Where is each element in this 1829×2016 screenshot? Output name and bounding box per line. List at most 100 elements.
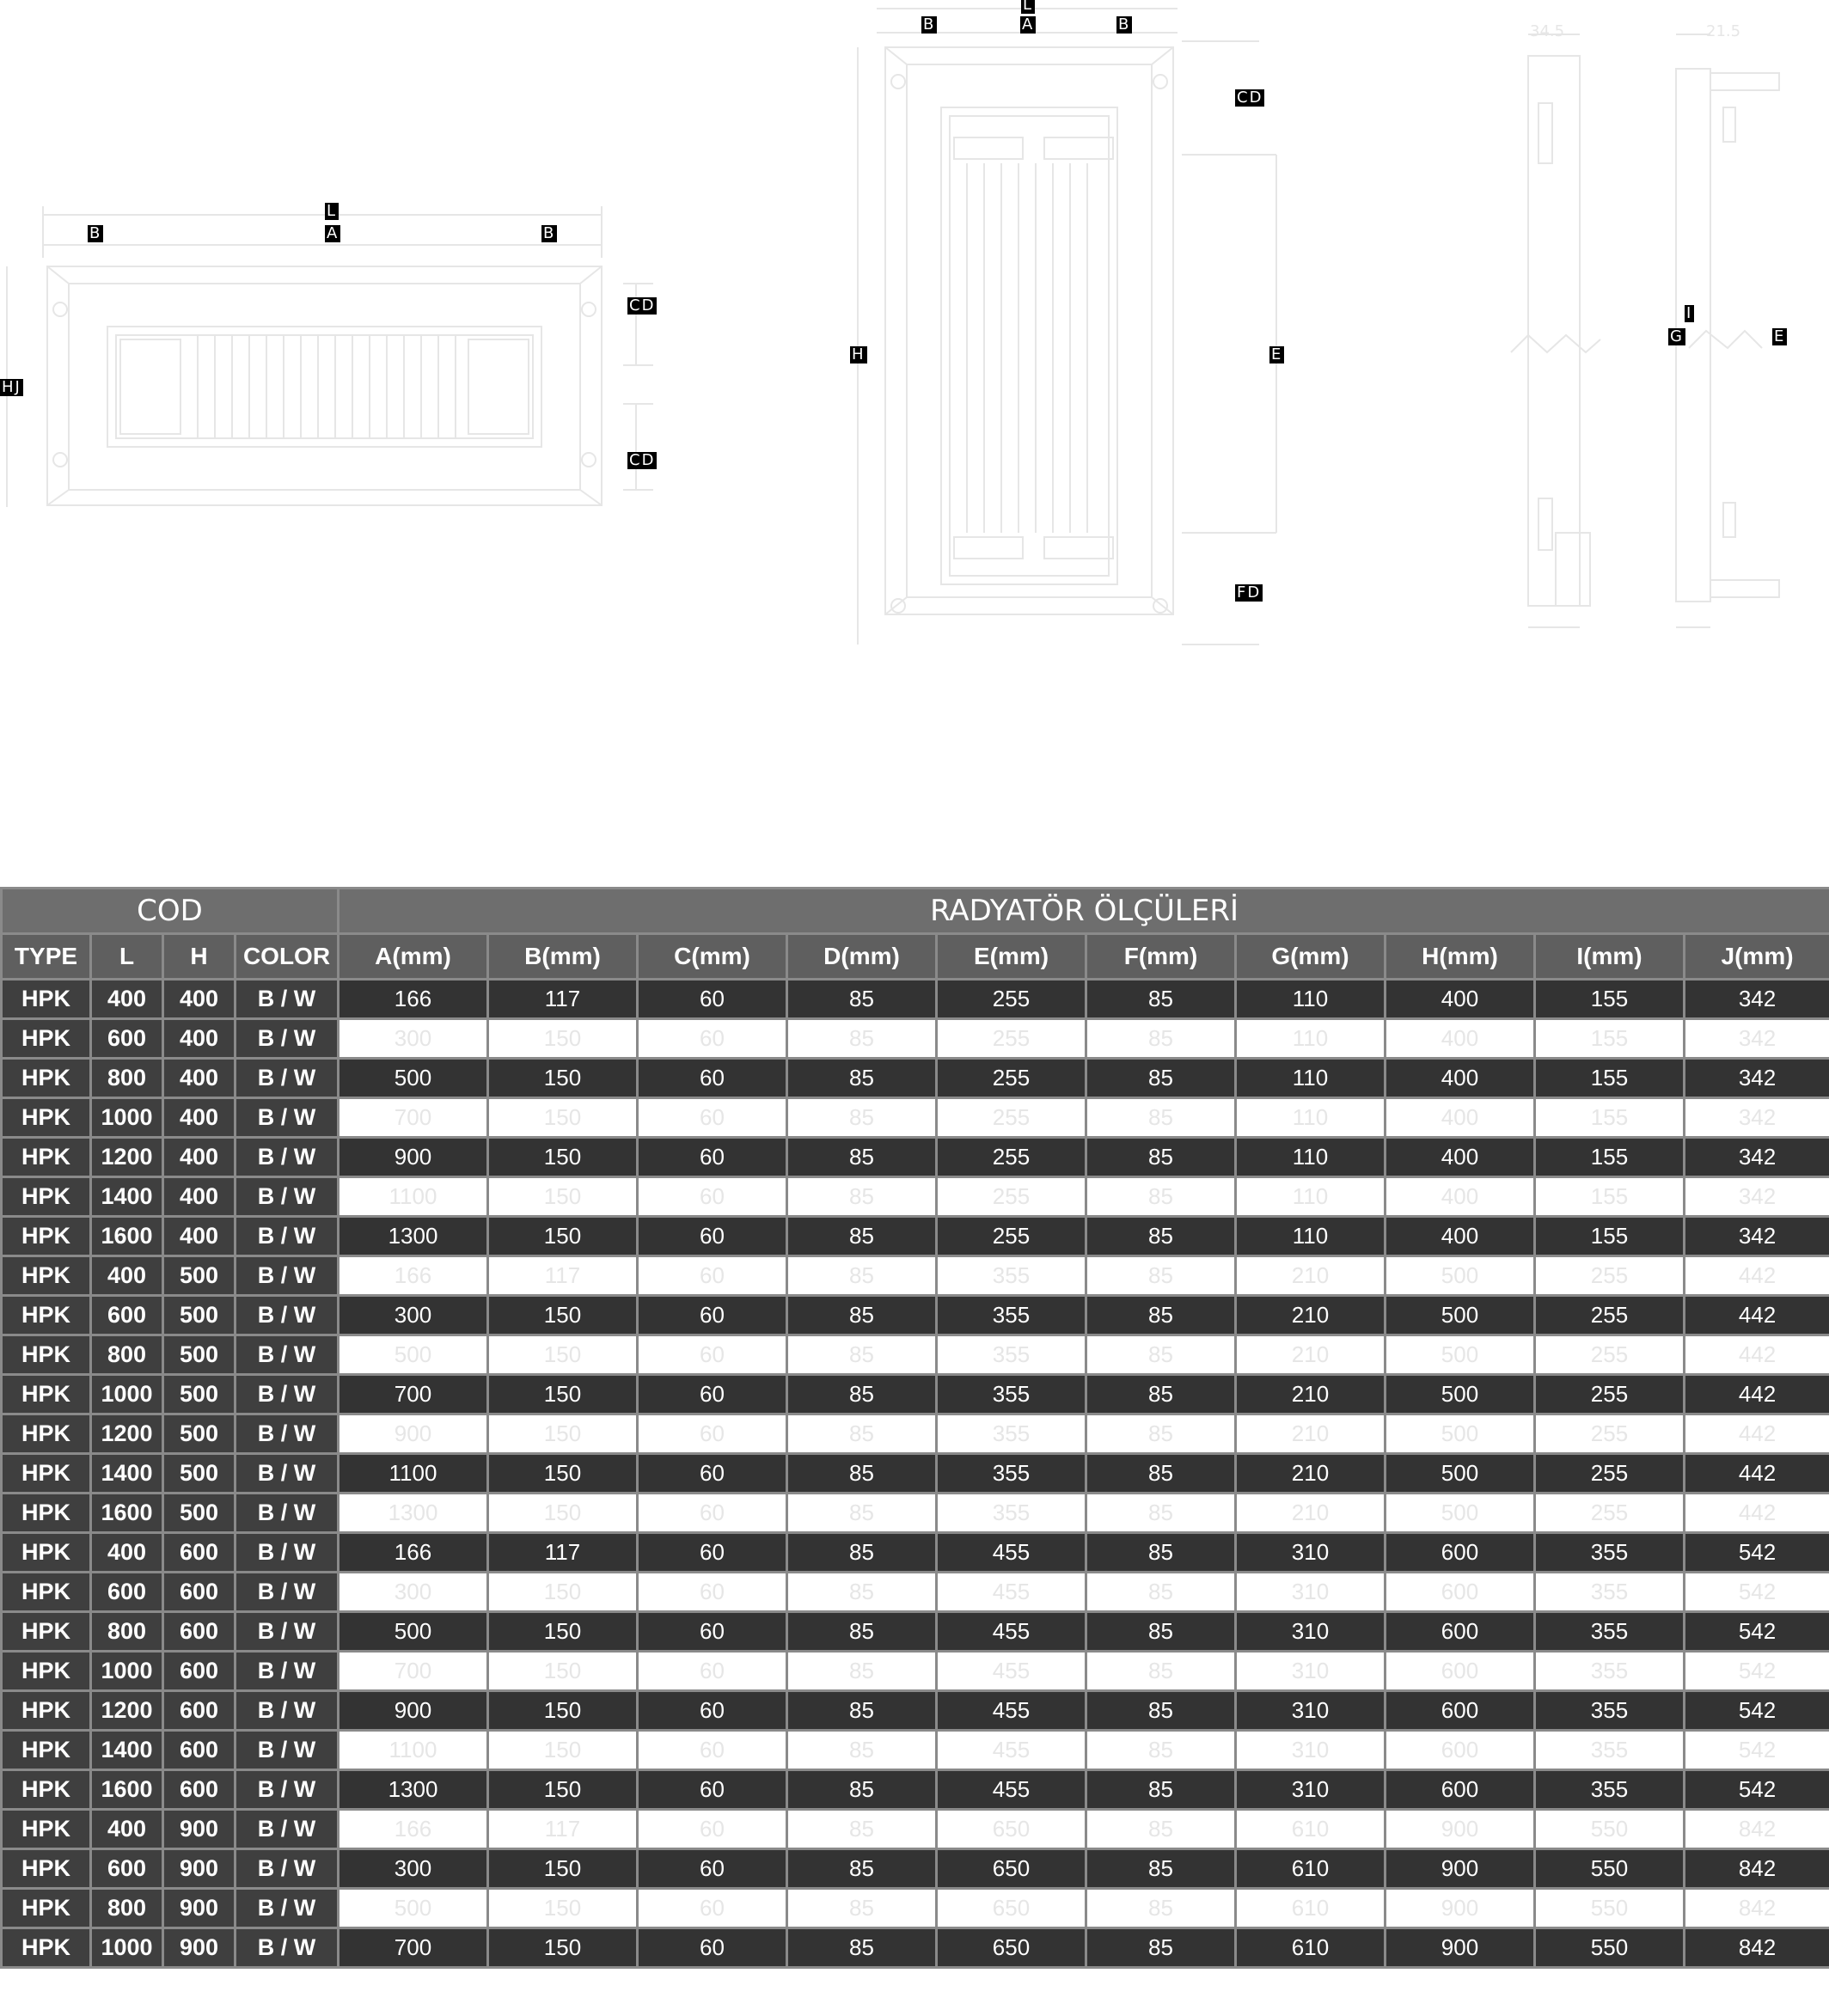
table-cell: 60 [636, 1334, 788, 1376]
table-cell: 1600 [89, 1769, 164, 1811]
table-cell: B / W [234, 978, 339, 1020]
table-cell: HPK [0, 1808, 92, 1850]
table-cell: HPK [0, 1689, 92, 1732]
column-header: G(mm) [1234, 932, 1386, 981]
table-cell: 85 [1085, 1927, 1237, 1969]
table-cell: 400 [1384, 978, 1536, 1020]
table-cell: 85 [786, 1097, 938, 1139]
table-cell: 60 [636, 1689, 788, 1732]
table-cell: 500 [1384, 1413, 1536, 1455]
table-cell: 455 [935, 1729, 1087, 1771]
table-cell: 60 [636, 1136, 788, 1178]
table-cell: B / W [234, 1729, 339, 1771]
table-cell: 60 [636, 1097, 788, 1139]
table-cell: 442 [1682, 1373, 1829, 1415]
table-cell: 355 [1533, 1531, 1685, 1573]
table-cell: 310 [1234, 1531, 1386, 1573]
table-cell: 900 [162, 1887, 236, 1929]
table-cell: 255 [935, 1215, 1087, 1257]
table-cell: 210 [1234, 1294, 1386, 1336]
column-header: J(mm) [1682, 932, 1829, 981]
table-cell: 210 [1234, 1334, 1386, 1376]
table-cell: 442 [1682, 1255, 1829, 1297]
table-cell: 150 [486, 1848, 639, 1890]
table-cell: 600 [1384, 1769, 1536, 1811]
table-cell: 310 [1234, 1610, 1386, 1653]
table-cell: 210 [1234, 1413, 1386, 1455]
table-cell: 600 [1384, 1531, 1536, 1573]
table-cell: 600 [162, 1531, 236, 1573]
table-cell: 842 [1682, 1927, 1829, 1969]
table-cell: 1100 [337, 1729, 489, 1771]
table-cell: B / W [234, 1294, 339, 1336]
table-cell: 85 [786, 1017, 938, 1060]
table-cell: 600 [1384, 1610, 1536, 1653]
table-cell: 85 [786, 1215, 938, 1257]
table-cell: 610 [1234, 1927, 1386, 1969]
table-cell: 500 [337, 1334, 489, 1376]
table-cell: 1100 [337, 1176, 489, 1218]
table-cell: 60 [636, 1176, 788, 1218]
table-cell: 110 [1234, 1136, 1386, 1178]
table-cell: 85 [1085, 1531, 1237, 1573]
table-cell: 800 [89, 1057, 164, 1099]
table-cell: 1400 [89, 1176, 164, 1218]
table-cell: 500 [162, 1413, 236, 1455]
table-cell: 150 [486, 1610, 639, 1653]
table-cell: 150 [486, 1650, 639, 1692]
table-cell: 150 [486, 1689, 639, 1732]
column-header: C(mm) [636, 932, 788, 981]
table-cell: 150 [486, 1136, 639, 1178]
table-cell: 600 [162, 1769, 236, 1811]
table-cell: 117 [486, 1531, 639, 1573]
table-cell: 150 [486, 1294, 639, 1336]
table-cell: 110 [1234, 1097, 1386, 1139]
center-view-label-b-right: B [1116, 15, 1133, 34]
table-cell: 600 [162, 1729, 236, 1771]
table-cell: B / W [234, 1610, 339, 1653]
table-cell: HPK [0, 1610, 92, 1653]
table-cell: 355 [935, 1294, 1087, 1336]
side-view-label-g: G [1668, 327, 1685, 345]
table-cell: 400 [89, 978, 164, 1020]
table-cell: 166 [337, 1531, 489, 1573]
table-cell: 85 [786, 1887, 938, 1929]
column-header: F(mm) [1085, 932, 1237, 981]
table-cell: 166 [337, 1808, 489, 1850]
table-cell: 60 [636, 1571, 788, 1613]
table-cell: B / W [234, 1215, 339, 1257]
table-cell: 255 [1533, 1492, 1685, 1534]
table-cell: 85 [786, 978, 938, 1020]
table-cell: 400 [1384, 1097, 1536, 1139]
table-cell: 610 [1234, 1808, 1386, 1850]
table-cell: 900 [1384, 1848, 1536, 1890]
table-cell: B / W [234, 1017, 339, 1060]
dimensions-group-header: RADYATÖR ÖLÇÜLERİ [336, 887, 1829, 935]
table-cell: B / W [234, 1334, 339, 1376]
table-cell: B / W [234, 1887, 339, 1929]
table-cell: 500 [1384, 1492, 1536, 1534]
table-cell: HPK [0, 1413, 92, 1455]
table-cell: B / W [234, 1136, 339, 1178]
table-cell: HPK [0, 1294, 92, 1336]
table-cell: 600 [1384, 1689, 1536, 1732]
table-cell: 400 [162, 1057, 236, 1099]
table-cell: HPK [0, 1769, 92, 1811]
table-cell: 255 [935, 1097, 1087, 1139]
table-cell: 442 [1682, 1413, 1829, 1455]
table-cell: 1200 [89, 1689, 164, 1732]
table-cell: HPK [0, 1334, 92, 1376]
table-cell: 210 [1234, 1373, 1386, 1415]
table-cell: 700 [337, 1927, 489, 1969]
center-view-label-fd: FD [1235, 583, 1263, 602]
table-cell: 400 [1384, 1136, 1536, 1178]
table-cell: 150 [486, 1452, 639, 1494]
table-cell: B / W [234, 1097, 339, 1139]
table-cell: 85 [1085, 1492, 1237, 1534]
table-cell: 60 [636, 1769, 788, 1811]
table-cell: HPK [0, 1650, 92, 1692]
